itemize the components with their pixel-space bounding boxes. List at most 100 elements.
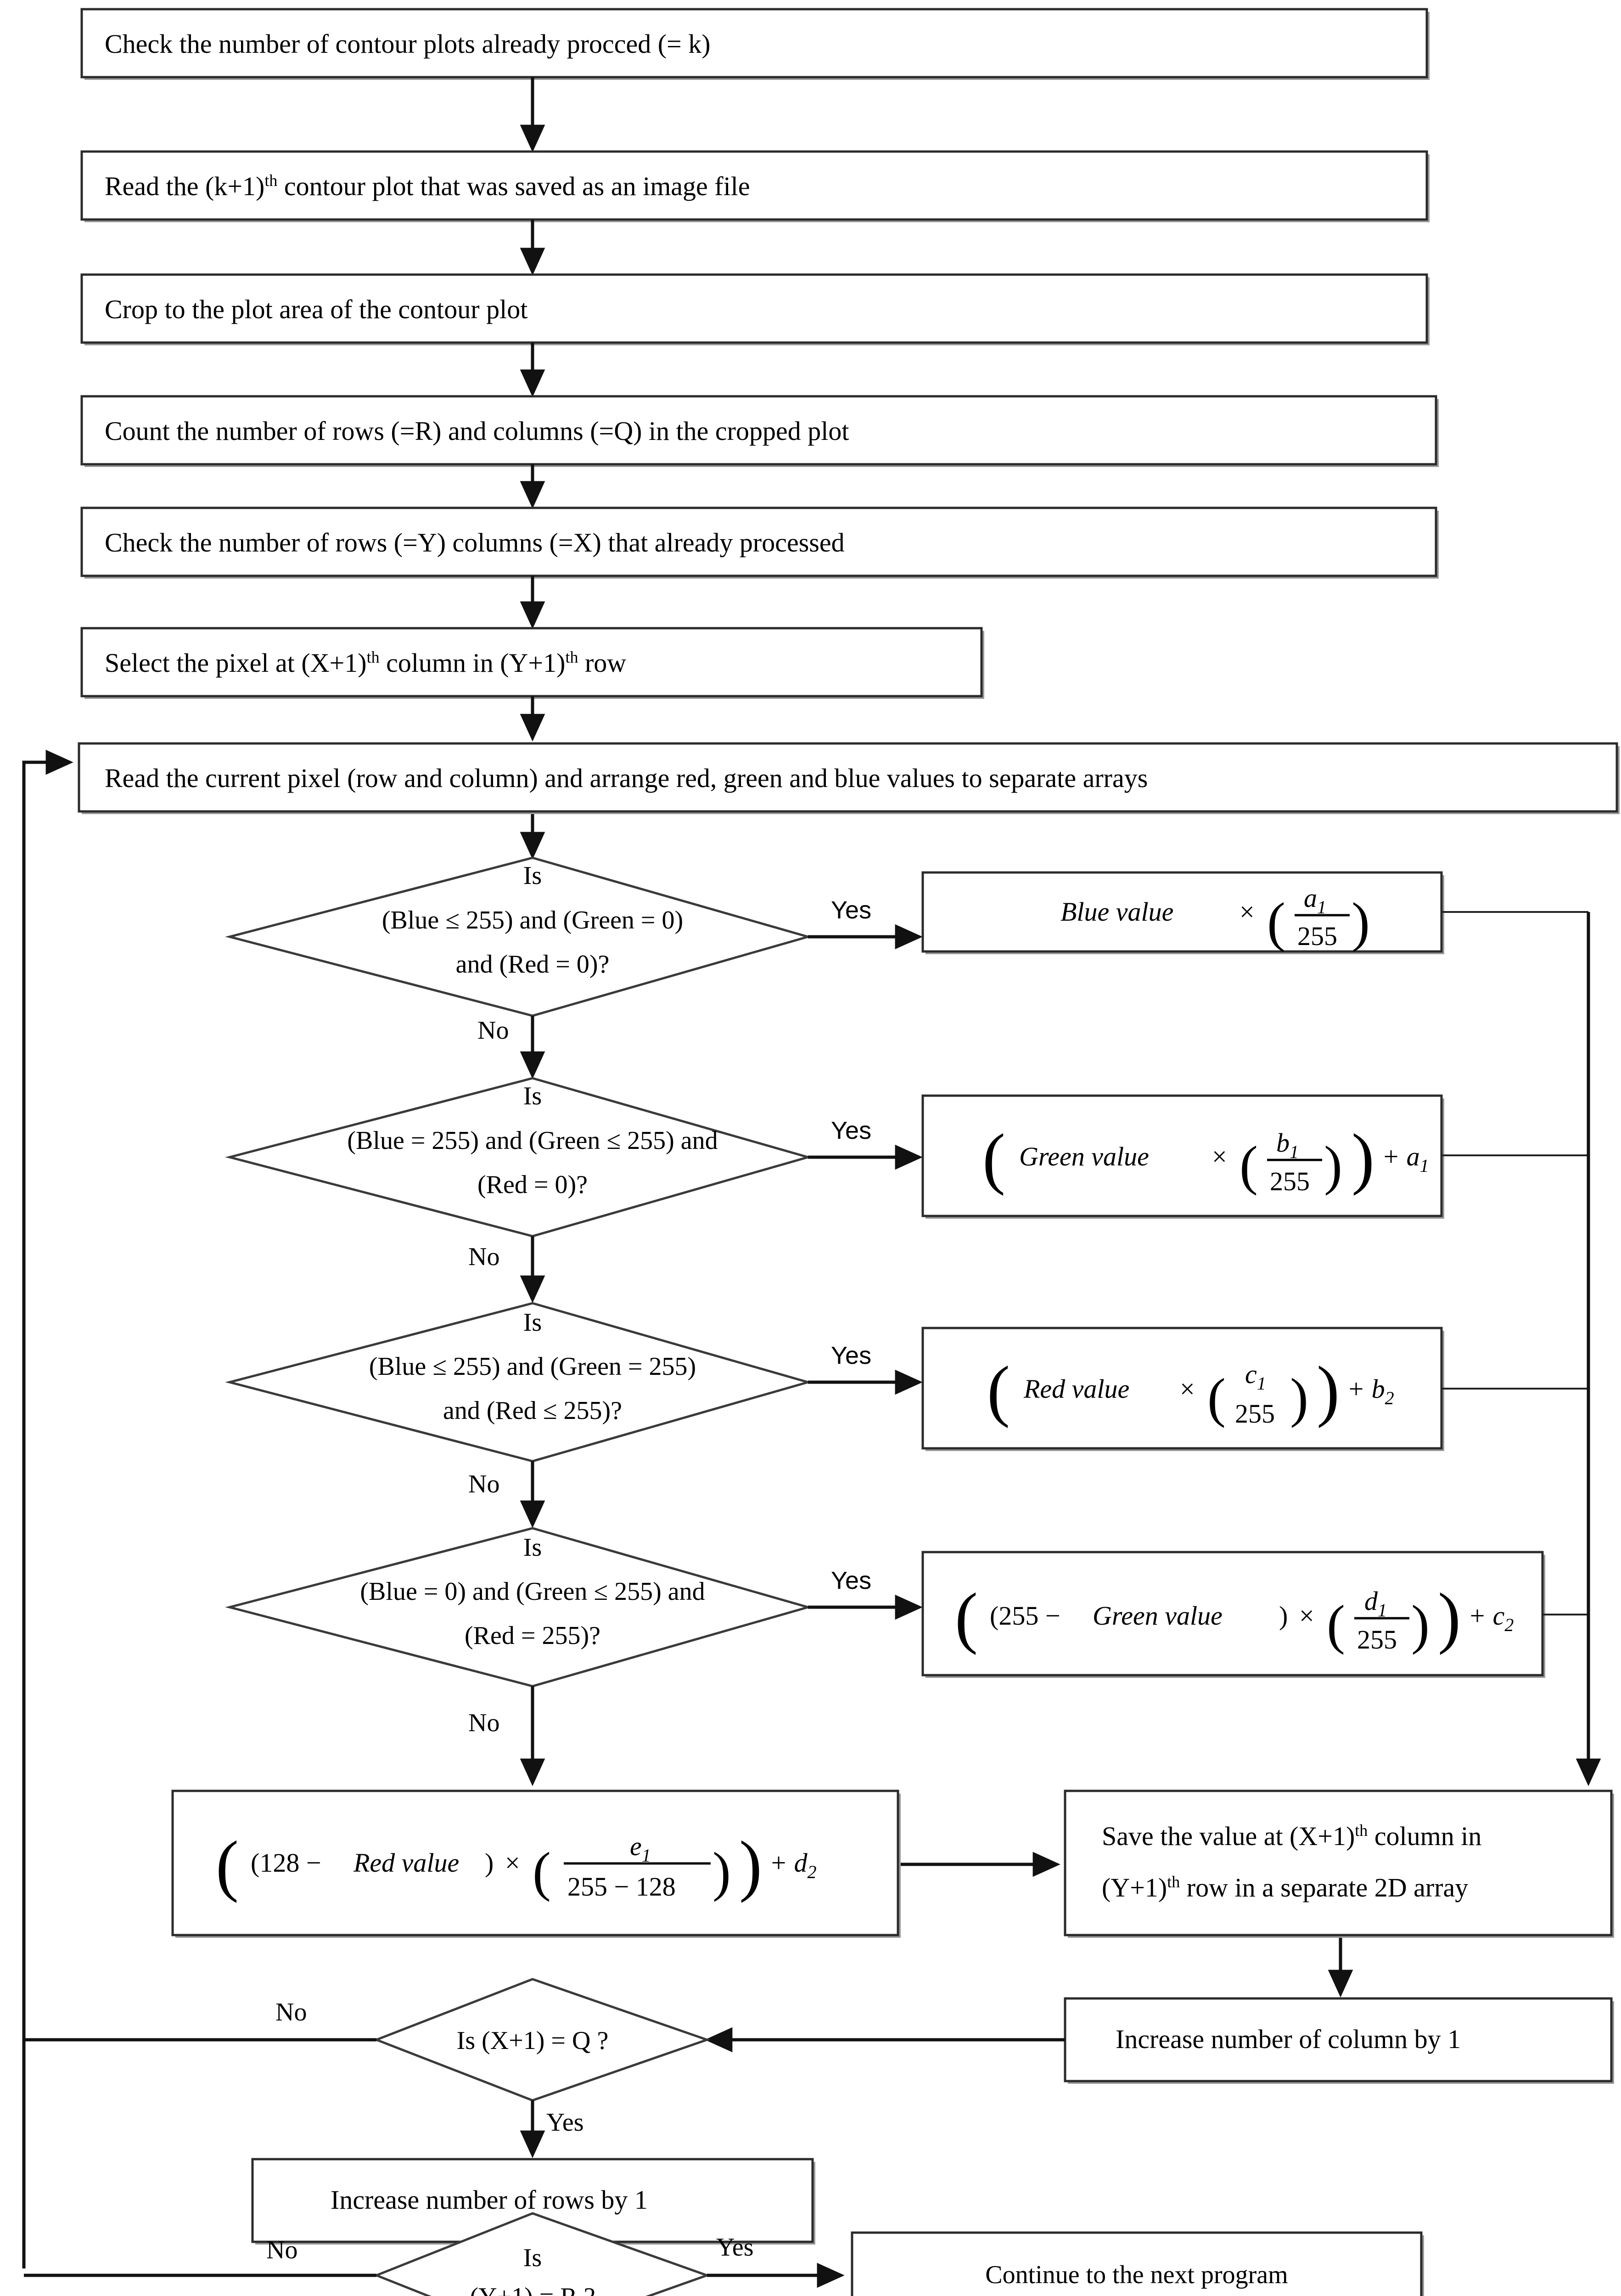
decision-3-line1: Is	[523, 1308, 542, 1337]
formula-1-denominator: 255	[1297, 921, 1337, 951]
process-box-read-current-pixel-label: Read the current pixel (row and column) …	[105, 763, 1148, 793]
label-no-d3: No	[468, 1470, 499, 1498]
decision-3-line2: (Blue ≤ 255) and (Green = 255)	[369, 1352, 696, 1381]
decision-1-line3: and (Red = 0)?	[456, 950, 610, 979]
formula-3-numerator: c1	[1245, 1359, 1266, 1394]
decision-4-line1: Is	[523, 1533, 542, 1562]
process-box-read-plot-label: Read the (k+1)th contour plot that was s…	[105, 171, 750, 201]
formula-2-lead: Green value	[1019, 1142, 1149, 1171]
formula-2-denominator: 255	[1270, 1166, 1310, 1196]
formula-2-times: ×	[1212, 1142, 1227, 1171]
formula-2-tail: + a1	[1382, 1142, 1429, 1176]
formula-4-outer-paren-close: )	[1438, 1579, 1461, 1655]
decision-blue-le255-green255-red-le255: Is (Blue ≤ 255) and (Green = 255) and (R…	[225, 1302, 813, 1463]
formula-5-lead-close: )	[485, 1848, 494, 1878]
label-yes-d5: Yes	[546, 2108, 583, 2137]
decision-4-line3: (Red = 255)?	[465, 1621, 600, 1650]
decision-blue255-green-le255-red0: Is (Blue = 255) and (Green ≤ 255) and (R…	[225, 1077, 813, 1238]
decision-6-line2: (Y+1) = R ?	[470, 2283, 595, 2296]
decision-2-line3: (Red = 0)?	[477, 1171, 588, 1199]
process-box-check-processed: Check the number of rows (=Y) columns (=…	[80, 506, 1439, 579]
formula-5-paren-open: (	[533, 1841, 551, 1902]
process-box-read-plot: Read the (k+1)th contour plot that was s…	[80, 150, 1430, 222]
formula-5-lead-num: (128 −	[251, 1848, 321, 1878]
formula-2-paren-close: )	[1324, 1135, 1342, 1196]
decision-is-x1-equals-q: Is (X+1) = Q ?	[373, 1978, 711, 2102]
connector-feedback-bus-left	[22, 749, 73, 2268]
process-box-check-processed-label: Check the number of rows (=Y) columns (=…	[105, 528, 845, 557]
formula-3-tail: + b2	[1347, 1374, 1394, 1408]
decision-5-label: Is (X+1) = Q ?	[457, 2026, 609, 2055]
formula-4-outer-paren-open: (	[955, 1579, 978, 1655]
process-box-continue: Continue to the next program	[851, 2231, 1424, 2296]
formula-2-paren-open: (	[1240, 1135, 1258, 1196]
label-no-d6: No	[266, 2236, 297, 2264]
process-box-select-pixel: Select the pixel at (X+1)th column in (Y…	[80, 627, 984, 699]
process-box-increase-column: Increase number of column by 1	[1064, 1997, 1614, 2084]
formula-box-green: ( Green value × ( b1 255 ) ) + a1	[921, 1094, 1444, 1219]
decision-1-line1: Is	[523, 861, 542, 890]
formula-1-paren-open: (	[1267, 891, 1285, 952]
formula-3-outer-paren-close: )	[1317, 1352, 1340, 1429]
process-box-increase-rows-label: Increase number of rows by 1	[331, 2185, 648, 2215]
formula-4-denominator: 255	[1357, 1625, 1397, 1654]
decision-2-line2: (Blue = 255) and (Green ≤ 255) and	[347, 1126, 718, 1155]
formula-5-tail: + d2	[769, 1848, 817, 1882]
formula-4-lead-num: (255 −	[990, 1601, 1060, 1631]
formula-3-paren-open: (	[1207, 1367, 1226, 1428]
decision-6-line1: Is	[523, 2244, 542, 2272]
decision-1-line2: (Blue ≤ 255) and (Green = 0)	[382, 906, 683, 934]
formula-4-lead-close: )	[1279, 1601, 1288, 1631]
decision-4-line2: (Blue = 0) and (Green ≤ 255) and	[360, 1577, 705, 1606]
process-box-select-pixel-label: Select the pixel at (X+1)th column in (Y…	[105, 648, 626, 678]
label-no-d2: No	[468, 1243, 499, 1271]
formula-2-outer-paren-open: (	[982, 1120, 1005, 1196]
label-no-d1: No	[477, 1016, 509, 1045]
formula-4-lead: Green value	[1093, 1601, 1223, 1631]
process-box-crop-label: Crop to the plot area of the contour plo…	[105, 294, 527, 324]
process-box-continue-label: Continue to the next program	[985, 2261, 1288, 2289]
formula-5-outer-paren-close: )	[739, 1827, 762, 1903]
process-box-save-value-line1: Save the value at (X+1)th column in	[1102, 1821, 1481, 1851]
formula-box-128-minus-red: ( (128 − Red value ) × ( e1 255 − 128 ) …	[171, 1790, 901, 1938]
formula-4-tail: + c2	[1468, 1601, 1514, 1635]
formula-4-paren-open: (	[1327, 1594, 1345, 1655]
decision-is-y1-equals-r: Is (Y+1) = R ?	[373, 2212, 711, 2296]
formula-box-blue: Blue value × ( a1 255 )	[921, 871, 1444, 954]
formula-3-outer-paren-open: (	[987, 1352, 1010, 1429]
process-box-save-value-line2: (Y+1)th row in a separate 2D array	[1102, 1873, 1468, 1902]
formula-5-lead: Red value	[353, 1848, 459, 1878]
process-box-check-count: Check the number of contour plots alread…	[80, 8, 1430, 80]
process-box-save-value: Save the value at (X+1)th column in (Y+1…	[1064, 1790, 1614, 1938]
process-box-increase-column-label: Increase number of column by 1	[1116, 2024, 1461, 2054]
label-yes-d1: Yes	[831, 896, 871, 924]
formula-5-outer-paren-open: (	[216, 1827, 239, 1903]
formula-5-denominator: 255 − 128	[567, 1872, 676, 1902]
decision-2-line1: Is	[523, 1082, 542, 1110]
formula-4-times: ×	[1299, 1601, 1314, 1631]
label-yes-d2: Yes	[831, 1117, 871, 1144]
process-box-check-count-label: Check the number of contour plots alread…	[105, 29, 711, 59]
process-box-read-current-pixel: Read the current pixel (row and column) …	[78, 742, 1620, 814]
decision-3-line3: and (Red ≤ 255)?	[443, 1396, 622, 1425]
formula-2-numerator: b1	[1276, 1128, 1299, 1162]
decision-blue-le255-green0-red0: Is (Blue ≤ 255) and (Green = 0) and (Red…	[225, 856, 813, 1017]
formula-4-numerator: d1	[1364, 1586, 1387, 1621]
formula-box-red: ( Red value × ( c1 255 ) ) + b2	[921, 1327, 1444, 1451]
formula-box-255-minus-green: ( (255 − Green value ) × ( d1 255 ) ) + …	[921, 1551, 1545, 1678]
label-yes-d6: Yes	[716, 2233, 753, 2262]
label-no-d4: No	[468, 1709, 499, 1737]
formula-3-lead: Red value	[1023, 1374, 1129, 1404]
formula-3-paren-close: )	[1290, 1367, 1308, 1428]
label-yes-d4: Yes	[831, 1567, 871, 1594]
decision-blue0-green-le255-red255: Is (Blue = 0) and (Green ≤ 255) and (Red…	[225, 1527, 813, 1688]
formula-2-outer-paren-close: )	[1352, 1120, 1374, 1196]
formula-5-times: ×	[505, 1848, 520, 1878]
formula-1-times: ×	[1240, 897, 1255, 927]
formula-3-denominator: 255	[1235, 1399, 1275, 1429]
process-box-crop: Crop to the plot area of the contour plo…	[80, 273, 1430, 345]
formula-3-times: ×	[1180, 1374, 1195, 1404]
label-no-d5: No	[275, 1998, 307, 2026]
label-yes-d3: Yes	[831, 1342, 871, 1369]
